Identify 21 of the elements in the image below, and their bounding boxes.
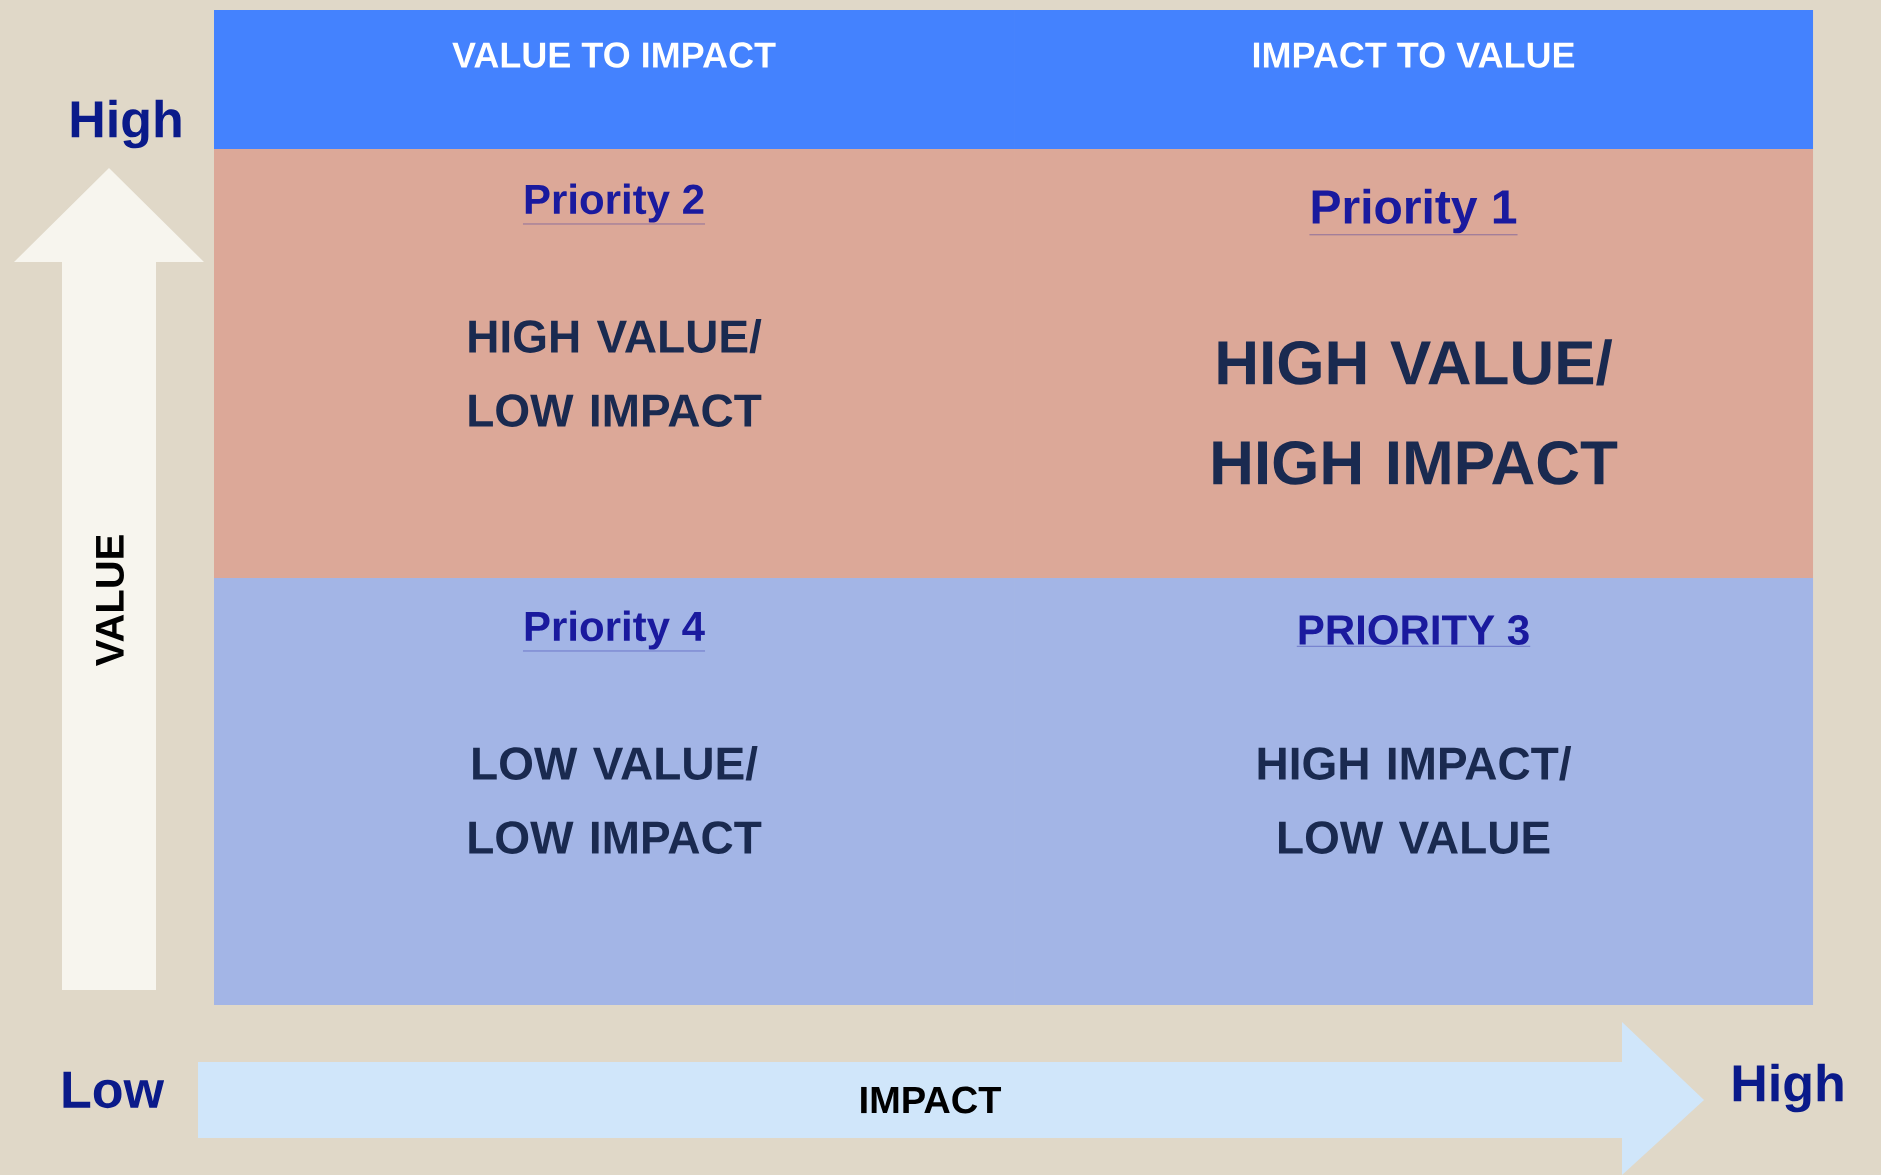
node-label: Priority 1 xyxy=(1312,188,1517,234)
node-label: HIGH VALUE/ HIGH IMPACT xyxy=(1213,339,1618,485)
node-label: IMPACT TO VALUE xyxy=(1253,42,1575,68)
axis-label: High xyxy=(71,99,181,149)
node-label: HIGH VALUE/ LOW IMPACT xyxy=(469,319,762,427)
node-label: Priority 2 xyxy=(525,183,704,223)
node-label: LOW VALUE/ LOW IMPACT xyxy=(469,746,762,854)
quadrant-box: Priority 4 LOW VALUE/ LOW IMPACT xyxy=(214,578,1014,1005)
axis-title: VALUE xyxy=(96,535,124,667)
node-label: VALUE TO IMPACT xyxy=(452,42,776,68)
quadrant-box: Priority 2 HIGH VALUE/ LOW IMPACT xyxy=(214,149,1014,578)
header-cell: IMPACT TO VALUE xyxy=(1014,10,1813,149)
header-cell: VALUE TO IMPACT xyxy=(214,10,1014,149)
node-label: HIGH IMPACT/ LOW VALUE xyxy=(1258,746,1572,854)
quadrant-box: Priority 1 HIGH VALUE/ HIGH IMPACT xyxy=(1014,149,1813,578)
axis-label: Low xyxy=(63,1071,165,1109)
quadrant-box: PRIORITY 3 HIGH IMPACT/ LOW VALUE xyxy=(1014,578,1813,1005)
node-label: PRIORITY 3 xyxy=(1299,615,1529,645)
node-label: Priority 4 xyxy=(525,610,705,650)
axis-title: IMPACT xyxy=(861,1086,1001,1114)
axis-label: High xyxy=(1733,1063,1843,1113)
